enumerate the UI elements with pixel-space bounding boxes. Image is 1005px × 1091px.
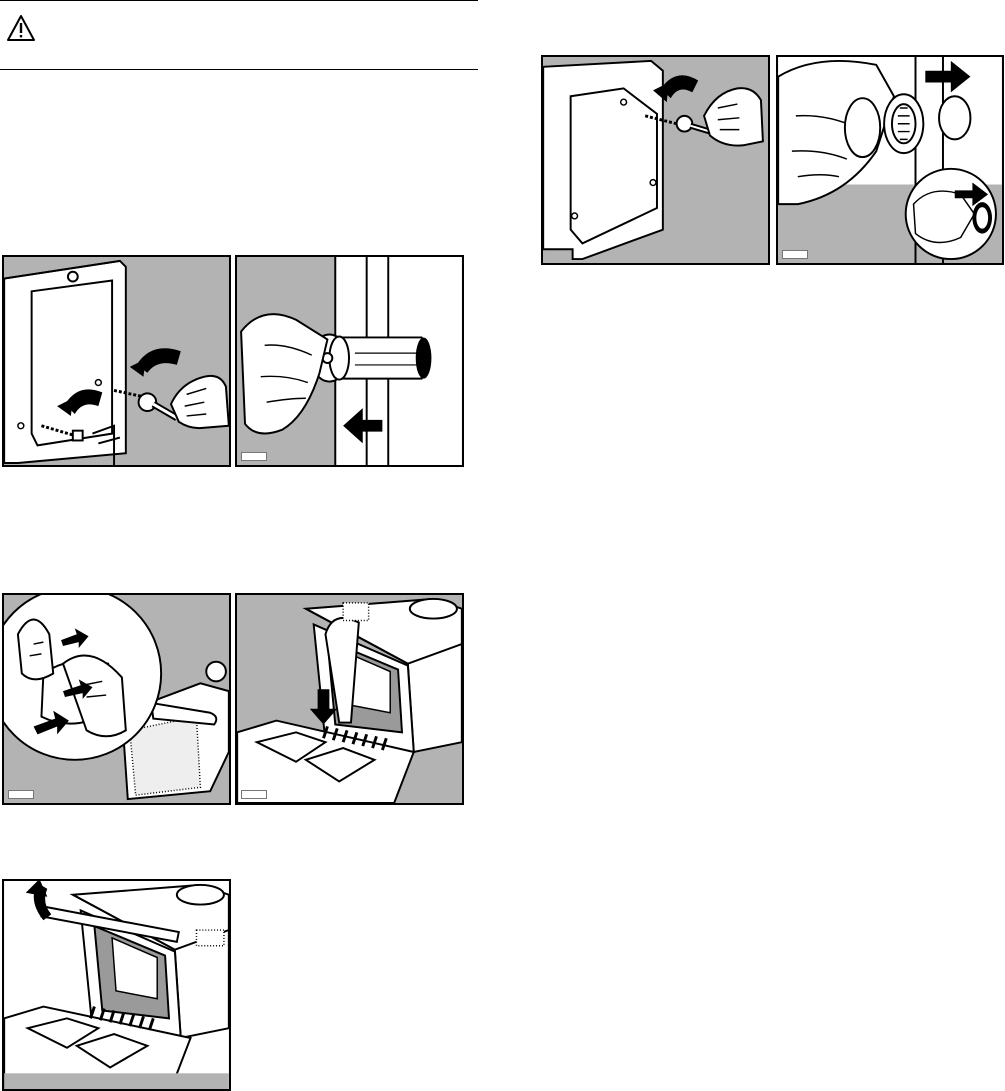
figure-fit-cover-caps [776, 55, 1004, 265]
rotate-arrow-icon [130, 348, 181, 376]
figure-number-tag [782, 250, 808, 259]
figure-number-tag [241, 790, 267, 799]
figure-remove-rear-bolts [2, 255, 231, 467]
figure-unscrew-right-bolt [541, 55, 770, 265]
figure-lift-transport-bar [2, 879, 231, 1091]
figure-open-plinth-panel [2, 593, 231, 805]
figure-number-tag [8, 790, 34, 799]
figure-lower-transport-bar [235, 593, 464, 805]
figure-number-tag [241, 452, 267, 461]
warning-bottom-rule [0, 69, 478, 70]
warning-triangle-icon [6, 14, 36, 42]
warning-top-rule [0, 0, 478, 1]
figure-insert-spacer-tube [235, 255, 464, 467]
